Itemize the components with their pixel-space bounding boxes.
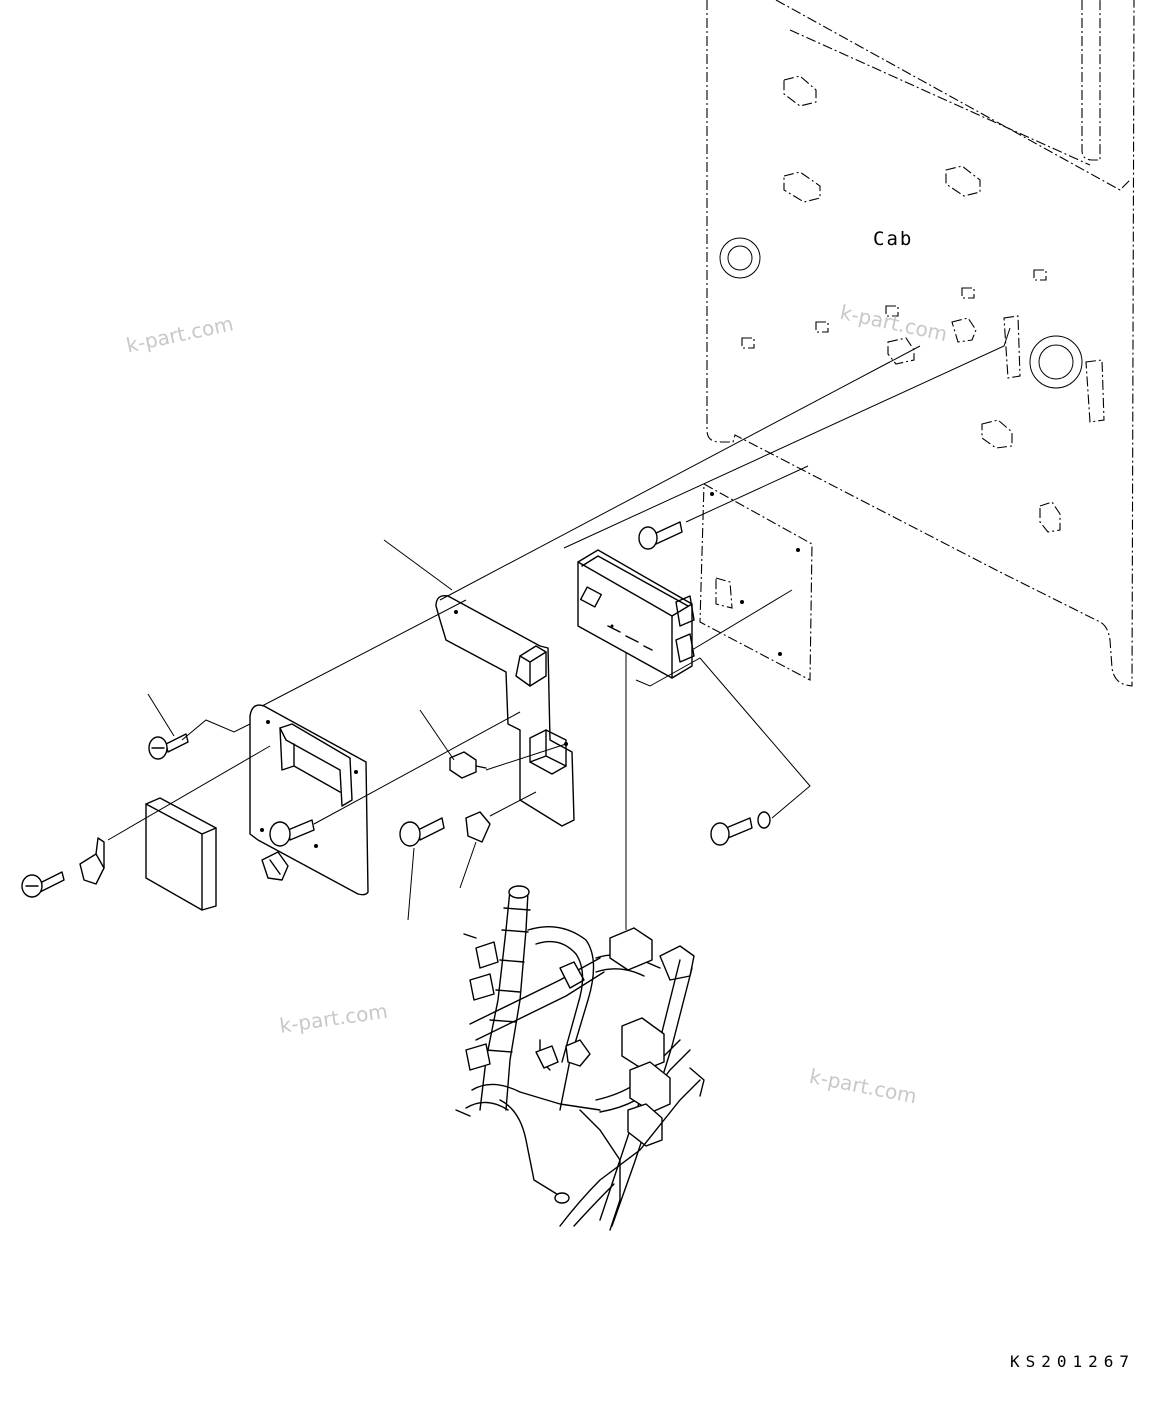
bolt-plate (638, 521, 683, 550)
bolt-left-lower (21, 871, 65, 898)
controller-unit (577, 549, 695, 679)
cab-panel (706, 0, 1135, 687)
relay (449, 751, 487, 779)
mounting-plate (699, 483, 813, 681)
bolt-center-cover (269, 819, 315, 847)
assembly-lines (107, 327, 1011, 930)
connector-clip (465, 811, 491, 843)
clamp-center (261, 851, 289, 881)
cab-label: Cab (873, 228, 914, 250)
wiring-harness (455, 885, 705, 1231)
bolt-left-upper (148, 733, 189, 760)
box-cover (145, 797, 217, 911)
drawing-code: KS201267 (1010, 1352, 1136, 1371)
bolt-right (710, 811, 771, 846)
bolt-center (399, 817, 445, 847)
bracket (435, 595, 575, 827)
cover-plate (249, 704, 369, 896)
clip-left (79, 837, 105, 885)
